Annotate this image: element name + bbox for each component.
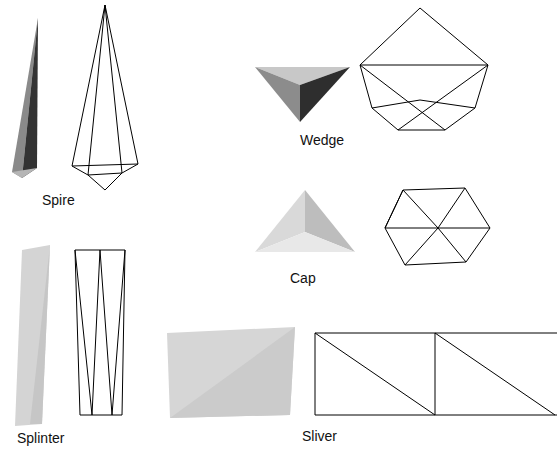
shape-label: Splinter	[17, 430, 64, 447]
shape-label: Wedge	[300, 132, 344, 149]
sliver-wireframe	[315, 333, 557, 415]
shape-label: Cap	[290, 270, 316, 287]
sliver-shaded	[167, 327, 295, 418]
shape-label: Spire	[42, 192, 75, 209]
wedge-wireframe	[360, 8, 488, 130]
splinter-wireframe	[75, 250, 125, 415]
spire-wireframe	[72, 5, 138, 190]
spire-shaded	[12, 18, 38, 178]
shape-label: Sliver	[302, 428, 337, 445]
wedge-shaded	[255, 67, 350, 122]
cap-wireframe	[385, 188, 490, 265]
splinter-shaded	[15, 245, 50, 426]
cap-shaded	[255, 190, 355, 252]
